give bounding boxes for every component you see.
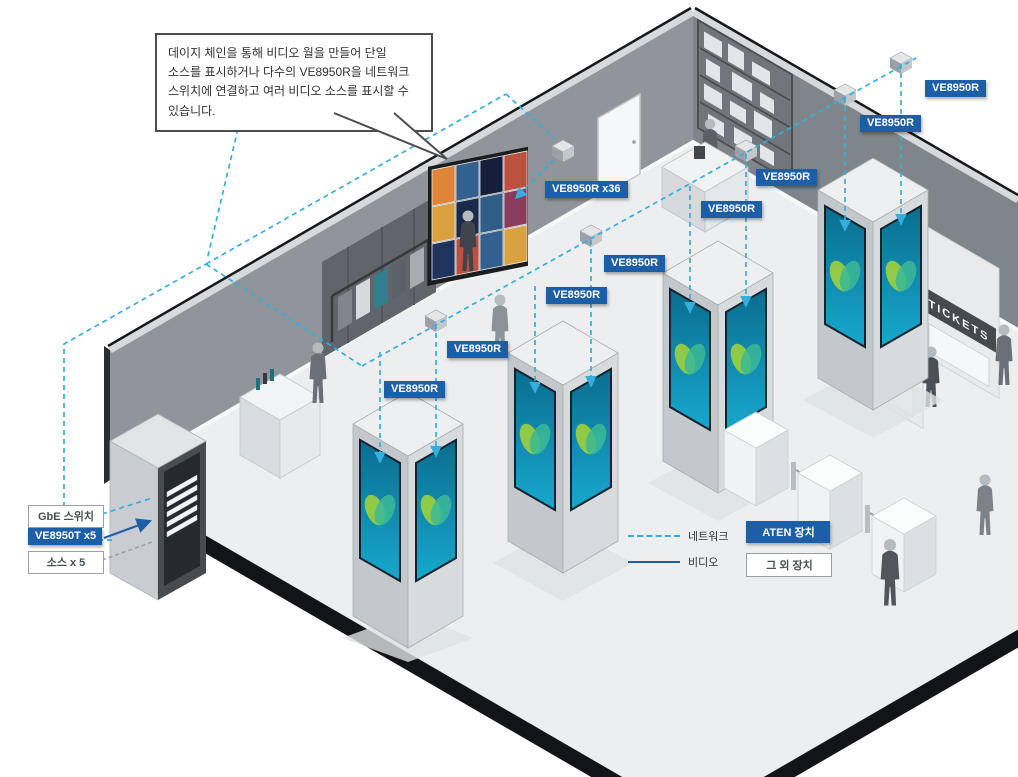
receiver-box-video-wall (551, 139, 575, 162)
legend-network-row: 네트워크 (628, 528, 728, 544)
kiosk-1 (342, 391, 474, 662)
legend-video-row: 비디오 (628, 554, 728, 570)
kiosk-2 (493, 320, 633, 601)
label-ve8950r-1: VE8950R (384, 381, 446, 398)
video-wall (428, 146, 528, 286)
door (597, 92, 641, 200)
network-lines (63, 57, 917, 541)
label-source-x5: 소스 x 5 (28, 551, 104, 574)
label-ve8950t-x5: VE8950T x5 (28, 528, 102, 545)
receiver-box (889, 51, 913, 74)
receiver-box (424, 309, 448, 332)
legend-video-label: 비디오 (688, 557, 719, 569)
network-line-sample (628, 535, 680, 537)
label-ve8950r-3: VE8950R (546, 287, 608, 304)
label-ve8950r-4: VE8950R (604, 255, 666, 272)
video-connector-line (103, 518, 153, 540)
receiver-box (579, 224, 603, 247)
label-ve8950r-8: VE8950R (925, 80, 987, 97)
label-ve8950r-5: VE8950R (701, 201, 763, 218)
left-counter (239, 369, 321, 479)
label-ve8950r-x36: VE8950R x36 (545, 181, 628, 198)
callout: 데이지 체인을 통해 비디오 월을 만들어 단일 소스를 표시하거나 다수의 V… (155, 33, 433, 132)
receiver-box (833, 83, 857, 106)
legend-aten-device: ATEN 장치 (746, 521, 831, 543)
label-ve8950r-2: VE8950R (447, 341, 509, 358)
source-connector-line (101, 541, 153, 561)
callout-text: 데이지 체인을 통해 비디오 월을 만들어 단일 소스를 표시하거나 다수의 V… (168, 46, 410, 118)
ticket-counters (723, 411, 937, 593)
kiosk-4 (803, 157, 943, 438)
label-ve8950r-7: VE8950R (860, 115, 922, 132)
legend-other-device: 그 외 장치 (746, 553, 833, 577)
video-line-sample (628, 561, 680, 563)
stacked-transmitters (166, 474, 198, 538)
label-ve8950r-6: VE8950R (756, 169, 818, 186)
legend-network-label: 네트워크 (688, 531, 729, 543)
receiver-boxes (424, 51, 913, 332)
equipment-rack (109, 413, 207, 601)
legend: 네트워크 비디오 ATEN 장치 그 외 장치 (628, 521, 850, 577)
clothing-rack (322, 196, 436, 358)
callout-tail (333, 112, 448, 160)
label-gbe-switch: GbE 스위치 (28, 505, 104, 528)
